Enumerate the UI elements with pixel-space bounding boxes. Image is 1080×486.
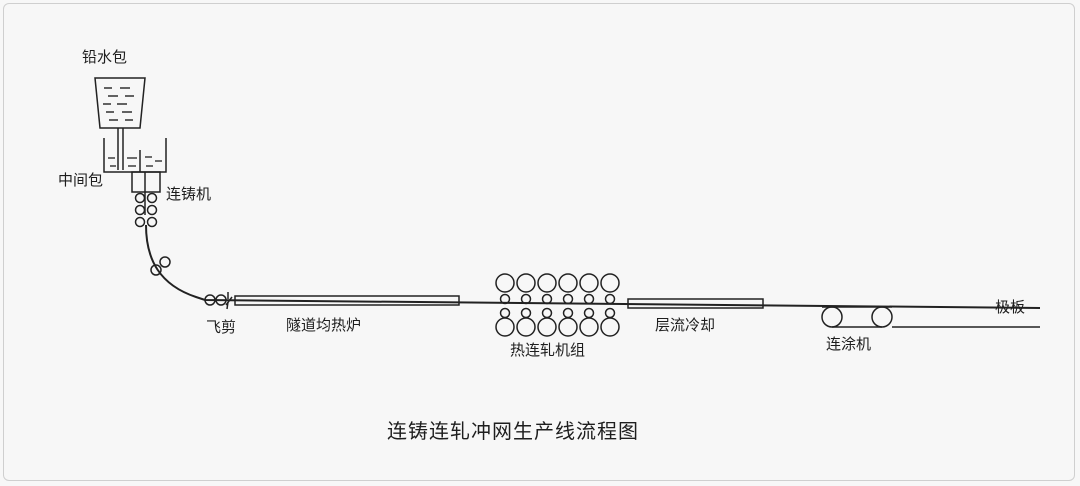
bending-rolls [150, 256, 171, 276]
coater-machine [821, 306, 893, 328]
rolling-mill-label: 热连轧机组 [510, 341, 586, 359]
diagram-frame [3, 3, 1075, 481]
shear-label: 飞剪 [206, 318, 237, 336]
ladle-vessel [94, 77, 146, 129]
plate-label: 极板 [995, 298, 1026, 316]
tundish-vessel [103, 138, 167, 173]
caster-label: 连铸机 [166, 185, 212, 203]
ladle-label: 铅水包 [82, 48, 128, 66]
coater-label: 连涂机 [826, 335, 872, 353]
rolling-mill-stands [495, 273, 620, 337]
tunnel-furnace-label: 隧道均热炉 [286, 316, 362, 334]
strand-path [145, 224, 1041, 309]
flying-shear [204, 292, 233, 310]
caster-rolls [134, 192, 158, 228]
diagram-caption: 连铸连轧冲网生产线流程图 [387, 419, 639, 443]
ladle-nozzle [117, 128, 124, 170]
tundish-label: 中间包 [58, 171, 104, 189]
laminar-cooling-section [627, 298, 764, 309]
laminar-cooling-label: 层流冷却 [655, 316, 716, 334]
caster-mould [131, 171, 161, 215]
tunnel-furnace [234, 295, 460, 306]
